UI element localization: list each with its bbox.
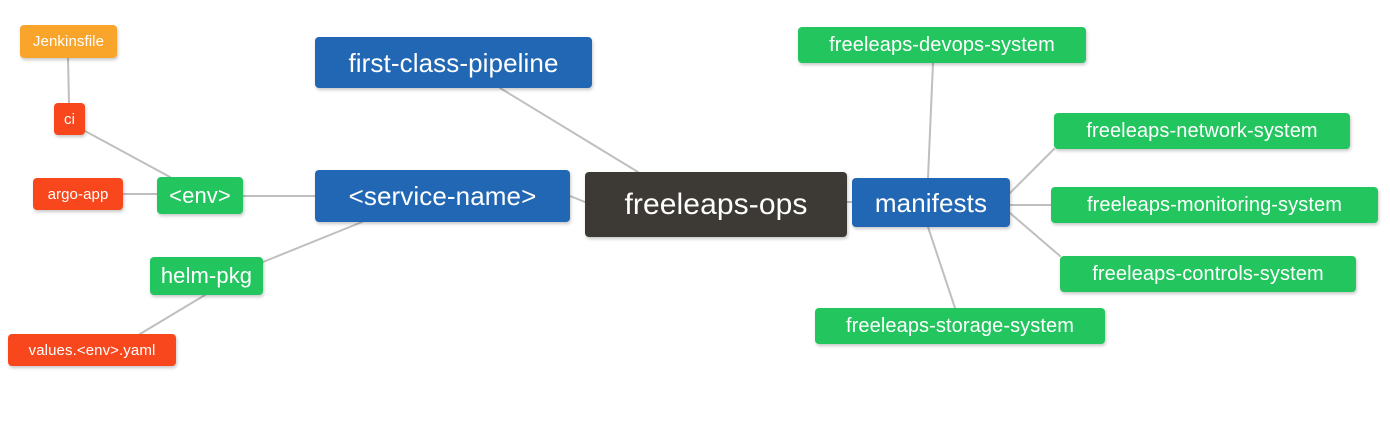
node-label-freeleaps-ops: freeleaps-ops (624, 187, 808, 221)
node-first-class-pipeline[interactable]: first-class-pipeline (315, 37, 592, 88)
node-label-freeleaps-network-system: freeleaps-network-system (1086, 120, 1318, 142)
edge-first-class-pipeline-to-freeleaps-ops (499, 87, 639, 173)
node-label-argo-app: argo-app (47, 185, 109, 203)
edge-jenkinsfile-to-ci (67, 57, 70, 104)
edge-helm-pkg-to-service-name (262, 221, 363, 263)
node-argo-app[interactable]: argo-app (33, 178, 123, 210)
node-label-env: <env> (169, 182, 231, 208)
node-env[interactable]: <env> (157, 177, 243, 214)
node-manifests[interactable]: manifests (852, 178, 1010, 227)
node-freeleaps-controls-system[interactable]: freeleaps-controls-system (1060, 256, 1356, 292)
node-label-freeleaps-controls-system: freeleaps-controls-system (1092, 263, 1324, 285)
edge-ci-to-env (84, 130, 171, 178)
node-label-helm-pkg: helm-pkg (160, 263, 253, 288)
node-values-env-yaml[interactable]: values.<env>.yaml (8, 334, 176, 366)
node-jenkinsfile[interactable]: Jenkinsfile (20, 25, 117, 58)
node-freeleaps-devops-system[interactable]: freeleaps-devops-system (798, 27, 1086, 63)
node-label-freeleaps-storage-system: freeleaps-storage-system (845, 315, 1075, 337)
node-label-freeleaps-monitoring-system: freeleaps-monitoring-system (1086, 194, 1342, 216)
edge-freeleaps-storage-system-to-manifests (927, 226, 956, 309)
node-label-jenkinsfile: Jenkinsfile (32, 33, 105, 50)
edge-freeleaps-network-system-to-manifests (1009, 148, 1055, 194)
node-freeleaps-monitoring-system[interactable]: freeleaps-monitoring-system (1051, 187, 1378, 223)
node-label-freeleaps-devops-system: freeleaps-devops-system (829, 34, 1055, 56)
node-ci[interactable]: ci (54, 103, 85, 135)
node-label-first-class-pipeline: first-class-pipeline (348, 47, 559, 78)
node-label-ci: ci (63, 110, 76, 128)
edge-service-name-to-freeleaps-ops (569, 195, 586, 203)
node-label-values-env-yaml: values.<env>.yaml (28, 341, 156, 359)
node-label-manifests: manifests (874, 187, 988, 218)
node-freeleaps-ops[interactable]: freeleaps-ops (585, 172, 847, 237)
node-label-service-name: <service-name> (348, 181, 537, 211)
edge-freeleaps-devops-system-to-manifests (927, 62, 934, 179)
node-helm-pkg[interactable]: helm-pkg (150, 257, 263, 295)
node-freeleaps-network-system[interactable]: freeleaps-network-system (1054, 113, 1350, 149)
node-service-name[interactable]: <service-name> (315, 170, 570, 222)
edge-values-env-yaml-to-helm-pkg (139, 294, 206, 335)
node-freeleaps-storage-system[interactable]: freeleaps-storage-system (815, 308, 1105, 344)
